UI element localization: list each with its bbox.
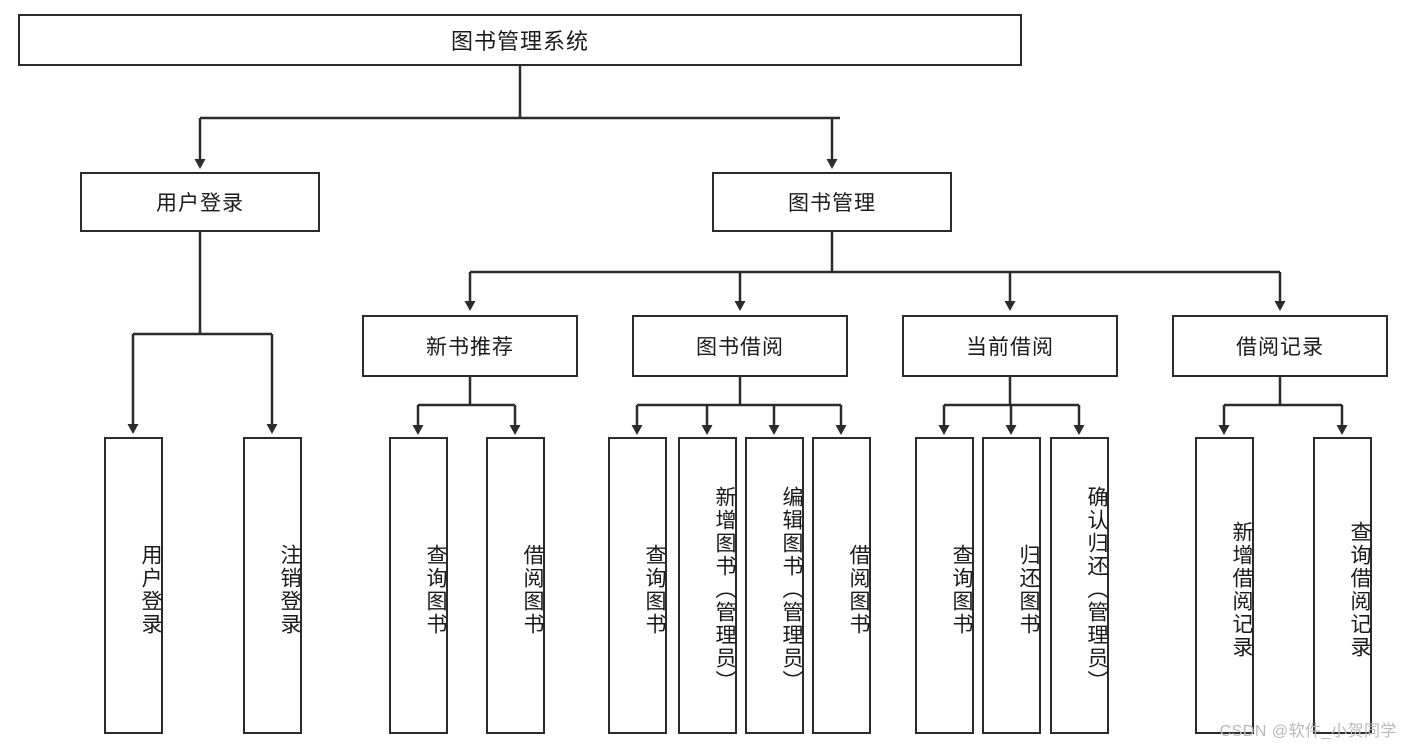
leaf-book-borrow-2[interactable]: 新增图书（管理员）: [678, 437, 737, 734]
node-root[interactable]: 图书管理系统: [18, 14, 1022, 66]
leaf-new-book-1-label: 查询图书: [424, 543, 447, 636]
leaf-user-login-2-label: 注销登录: [278, 543, 301, 636]
leaf-book-borrow-4[interactable]: 借阅图书: [812, 437, 871, 734]
leaf-book-borrow-2-label: 新增图书（管理员）: [713, 486, 736, 693]
leaf-current-borrow-1[interactable]: 查询图书: [915, 437, 974, 734]
node-new-book-recommend[interactable]: 新书推荐: [362, 315, 578, 377]
leaf-book-borrow-1[interactable]: 查询图书: [608, 437, 667, 734]
node-current-borrow-label: 当前借阅: [966, 336, 1054, 359]
leaf-current-borrow-3[interactable]: 确认归还（管理员）: [1050, 437, 1109, 734]
leaf-borrow-record-2-label: 查询借阅记录: [1348, 520, 1371, 659]
leaf-new-book-2[interactable]: 借阅图书: [486, 437, 545, 734]
leaf-borrow-record-2[interactable]: 查询借阅记录: [1313, 437, 1372, 734]
leaf-book-borrow-3[interactable]: 编辑图书（管理员）: [745, 437, 804, 734]
node-current-borrow[interactable]: 当前借阅: [902, 315, 1118, 377]
leaf-current-borrow-2-label: 归还图书: [1017, 543, 1040, 636]
leaf-new-book-2-label: 借阅图书: [521, 543, 544, 636]
node-user-login[interactable]: 用户登录: [80, 172, 320, 232]
node-book-management-label: 图书管理: [788, 192, 876, 215]
node-book-management[interactable]: 图书管理: [712, 172, 952, 232]
node-borrow-record-label: 借阅记录: [1236, 336, 1324, 359]
leaf-book-borrow-3-label: 编辑图书（管理员）: [780, 486, 803, 693]
leaf-borrow-record-1-label: 新增借阅记录: [1230, 520, 1253, 659]
leaf-user-login-1-label: 用户登录: [139, 543, 162, 636]
leaf-user-login-1[interactable]: 用户登录: [104, 437, 163, 734]
leaf-book-borrow-4-label: 借阅图书: [847, 543, 870, 636]
node-user-login-label: 用户登录: [156, 192, 244, 215]
node-new-book-recommend-label: 新书推荐: [426, 336, 514, 359]
leaf-borrow-record-1[interactable]: 新增借阅记录: [1195, 437, 1254, 734]
leaf-new-book-1[interactable]: 查询图书: [389, 437, 448, 734]
leaf-user-login-2[interactable]: 注销登录: [243, 437, 302, 734]
leaf-book-borrow-1-label: 查询图书: [643, 543, 666, 636]
leaf-current-borrow-1-label: 查询图书: [950, 543, 973, 636]
leaf-current-borrow-2[interactable]: 归还图书: [982, 437, 1041, 734]
watermark: CSDN @软件_小贺同学: [1219, 723, 1397, 740]
node-borrow-record[interactable]: 借阅记录: [1172, 315, 1388, 377]
node-book-borrow-label: 图书借阅: [696, 336, 784, 359]
node-book-borrow[interactable]: 图书借阅: [632, 315, 848, 377]
leaf-current-borrow-3-label: 确认归还（管理员）: [1085, 486, 1108, 693]
node-root-label: 图书管理系统: [450, 29, 589, 54]
